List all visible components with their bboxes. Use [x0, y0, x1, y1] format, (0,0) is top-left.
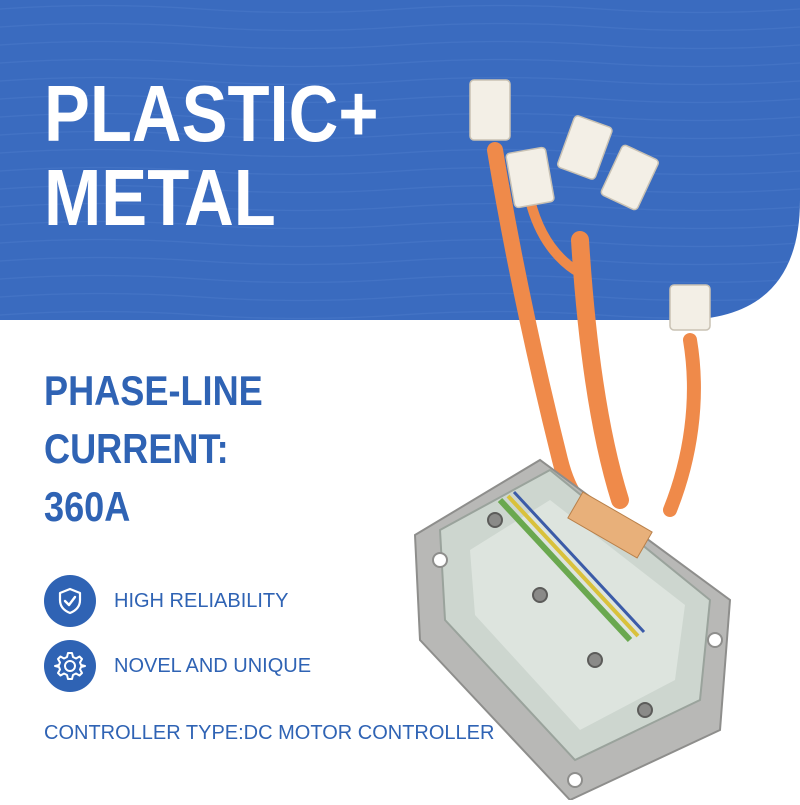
headline-line-1: PLASTIC+	[44, 69, 379, 158]
phase-line-2: CURRENT:	[44, 425, 229, 472]
headline: PLASTIC+ METAL	[44, 72, 378, 240]
gear-icon	[44, 640, 96, 692]
feature-novel-unique: NOVEL AND UNIQUE	[44, 640, 311, 692]
phase-line-1: PHASE-LINE	[44, 367, 263, 414]
feature-high-reliability: HIGH RELIABILITY	[44, 575, 289, 627]
phase-current-spec: PHASE-LINE CURRENT: 360A	[44, 362, 263, 536]
headline-line-2: METAL	[44, 153, 276, 242]
header-banner	[0, 0, 800, 320]
controller-type: CONTROLLER TYPE:DC MOTOR CONTROLLER	[44, 722, 495, 744]
feature-label: NOVEL AND UNIQUE	[114, 654, 312, 677]
phase-line-3: 360A	[44, 483, 131, 530]
shield-check-icon	[44, 575, 96, 627]
motor-controller-image	[400, 40, 800, 802]
feature-label: HIGH RELIABILITY	[114, 589, 289, 612]
